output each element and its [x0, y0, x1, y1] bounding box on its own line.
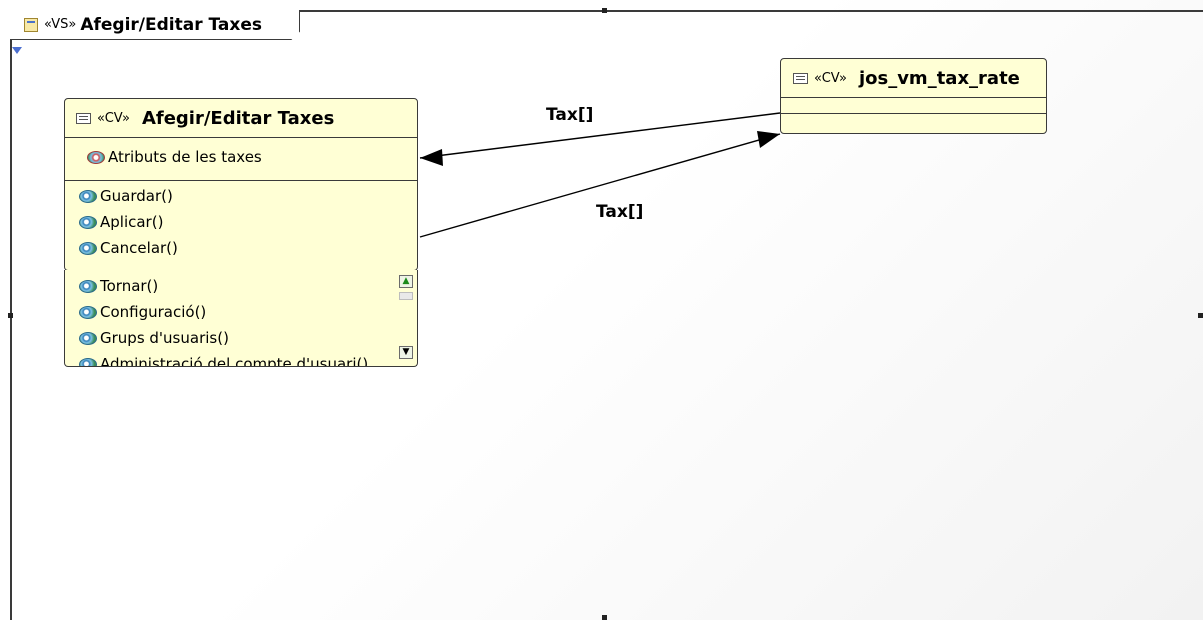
class-header: «CV» jos_vm_tax_rate	[781, 59, 1046, 97]
operation-row[interactable]: Aplicar()	[65, 209, 417, 235]
view-state-icon	[24, 17, 38, 32]
operation-label: Configuració()	[100, 303, 207, 321]
operation-icon	[79, 215, 97, 229]
operation-icon	[79, 241, 97, 255]
operation-icon	[79, 305, 97, 319]
compartment-divider	[781, 97, 1046, 98]
association-tax-to-class[interactable]	[419, 112, 781, 159]
class-icon	[793, 72, 808, 84]
frame-title: Afegir/Editar Taxes	[80, 14, 263, 35]
class-stereotype: «CV»	[814, 70, 847, 86]
class-jos-vm-tax-rate[interactable]: «CV» jos_vm_tax_rate	[780, 58, 1047, 134]
operation-row[interactable]: Tornar()	[65, 273, 417, 299]
operation-row[interactable]: Grups d'usuaris()	[65, 325, 417, 351]
operation-label: Cancelar()	[100, 239, 178, 257]
operation-label: Aplicar()	[100, 213, 164, 231]
scroll-up-button[interactable]: ▲	[399, 275, 413, 288]
compartment-divider	[65, 137, 417, 138]
frame-stereotype: «VS»	[44, 17, 77, 32]
operation-row[interactable]: Configuració()	[65, 299, 417, 325]
resize-handle-right[interactable]	[1198, 313, 1203, 318]
attributes-compartment: Atributs de les taxes	[65, 138, 417, 172]
resize-handle-bottom[interactable]	[602, 615, 607, 620]
compartment-divider	[65, 180, 417, 181]
class-name: Afegir/Editar Taxes	[141, 107, 335, 129]
class-afegir-editar-taxes[interactable]: «CV» Afegir/Editar Taxes Atributs de les…	[64, 98, 418, 271]
operation-label: Administració del compte d'usuari()	[100, 355, 369, 367]
resize-handle-top[interactable]	[602, 8, 607, 13]
operation-row[interactable]: Cancelar()	[65, 235, 417, 261]
operation-label: Tornar()	[100, 277, 159, 295]
operation-icon	[79, 189, 97, 203]
operation-icon	[79, 357, 97, 366]
frame-header[interactable]: «VS» Afegir/Editar Taxes	[10, 10, 300, 40]
operation-row[interactable]: Administració del compte d'usuari()	[65, 351, 417, 367]
compartment-divider	[781, 113, 1046, 114]
attribute-row[interactable]: Atributs de les taxes	[73, 144, 417, 170]
arrowhead-icon	[420, 149, 443, 166]
class-stereotype: «CV»	[97, 110, 130, 126]
operation-label: Guardar()	[100, 187, 173, 205]
attribute-label: Atributs de les taxes	[108, 148, 262, 166]
operation-icon	[79, 331, 97, 345]
scroll-track[interactable]	[399, 292, 413, 300]
resize-handle-left[interactable]	[8, 313, 13, 318]
class-icon	[76, 112, 91, 124]
attribute-icon	[87, 150, 105, 164]
operations-compartment: Guardar() Aplicar() Cancelar()	[65, 181, 417, 261]
attributes-compartment	[781, 98, 1046, 113]
operations-scroll-list[interactable]: Tornar() Configuració() Grups d'usuaris(…	[64, 270, 418, 367]
collapse-triangle-icon[interactable]	[12, 47, 22, 54]
scroll-down-button[interactable]: ▼	[399, 346, 413, 359]
operation-icon	[79, 279, 97, 293]
operations-compartment	[781, 114, 1046, 128]
class-header: «CV» Afegir/Editar Taxes	[65, 99, 417, 137]
operation-label: Grups d'usuaris()	[100, 329, 229, 347]
operation-row[interactable]: Guardar()	[65, 183, 417, 209]
edge-label-upper[interactable]: Tax[]	[546, 105, 594, 125]
arrowhead-icon	[757, 131, 780, 148]
association-class-to-tax[interactable]	[419, 133, 781, 238]
class-name: jos_vm_tax_rate	[858, 67, 1020, 89]
edge-label-lower[interactable]: Tax[]	[596, 202, 644, 222]
